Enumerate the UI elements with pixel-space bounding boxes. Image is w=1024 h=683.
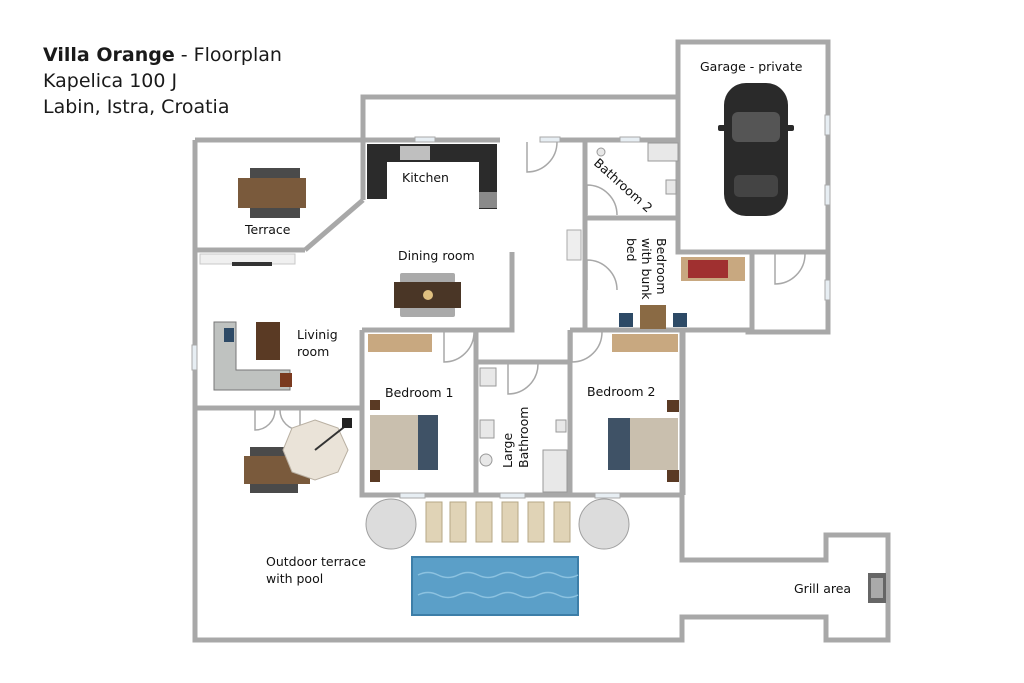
parasol-table-icon	[244, 418, 352, 493]
label-terrace: Terrace	[244, 222, 291, 237]
label-outdoor-line2: with pool	[266, 571, 323, 586]
label-garage: Garage - private	[700, 59, 803, 74]
parasols-icon	[365, 498, 630, 550]
label-bunk-bedroom: Bedroom with bunk bed	[624, 238, 669, 300]
label-bunk-line1: Bedroom	[654, 238, 669, 295]
large-bathroom-fixtures	[479, 367, 568, 493]
bunk-bed-icon	[566, 229, 745, 329]
kitchen-counter	[367, 144, 497, 209]
bedroom2-bed-icon	[608, 334, 679, 482]
label-living-line1: Livinig	[297, 327, 338, 342]
villa-name: Villa Orange	[43, 44, 175, 66]
address-line-1: Kapelica 100 J	[43, 70, 178, 92]
label-bedroom1: Bedroom 1	[385, 385, 453, 400]
car-icon	[718, 83, 794, 216]
floorplan-title: Villa Orange - Floorplan Kapelica 100 J …	[43, 42, 282, 120]
label-large-bath-line2: Bathroom	[516, 407, 531, 468]
sunbeds-icon	[425, 501, 571, 543]
label-bunk-line3: bed	[624, 238, 639, 262]
sofa-icon	[213, 321, 292, 391]
label-large-bathroom: Large Bathroom	[500, 407, 531, 468]
bathroom2-fixtures	[596, 142, 679, 195]
terrace-table-icon	[238, 168, 306, 218]
doors	[254, 141, 806, 431]
label-bunk-line2: with bunk	[639, 238, 654, 300]
walls	[192, 39, 891, 643]
windows	[191, 114, 831, 499]
label-large-bath-line1: Large	[500, 433, 515, 468]
dining-table-icon	[394, 273, 461, 317]
title-suffix: - Floorplan	[174, 44, 282, 66]
label-living-line2: room	[297, 344, 329, 359]
label-grill: Grill area	[794, 581, 851, 596]
grill-icon	[868, 573, 886, 603]
label-outdoor-line1: Outdoor terrace	[266, 554, 366, 569]
terrace-sliding-door	[199, 253, 296, 266]
label-dining: Dining room	[398, 248, 475, 263]
label-kitchen: Kitchen	[402, 170, 449, 185]
pool-icon	[411, 556, 579, 616]
bedroom1-bed-icon	[368, 334, 438, 482]
address-line-2: Labin, Istra, Croatia	[43, 96, 230, 118]
label-bedroom2: Bedroom 2	[587, 384, 655, 399]
